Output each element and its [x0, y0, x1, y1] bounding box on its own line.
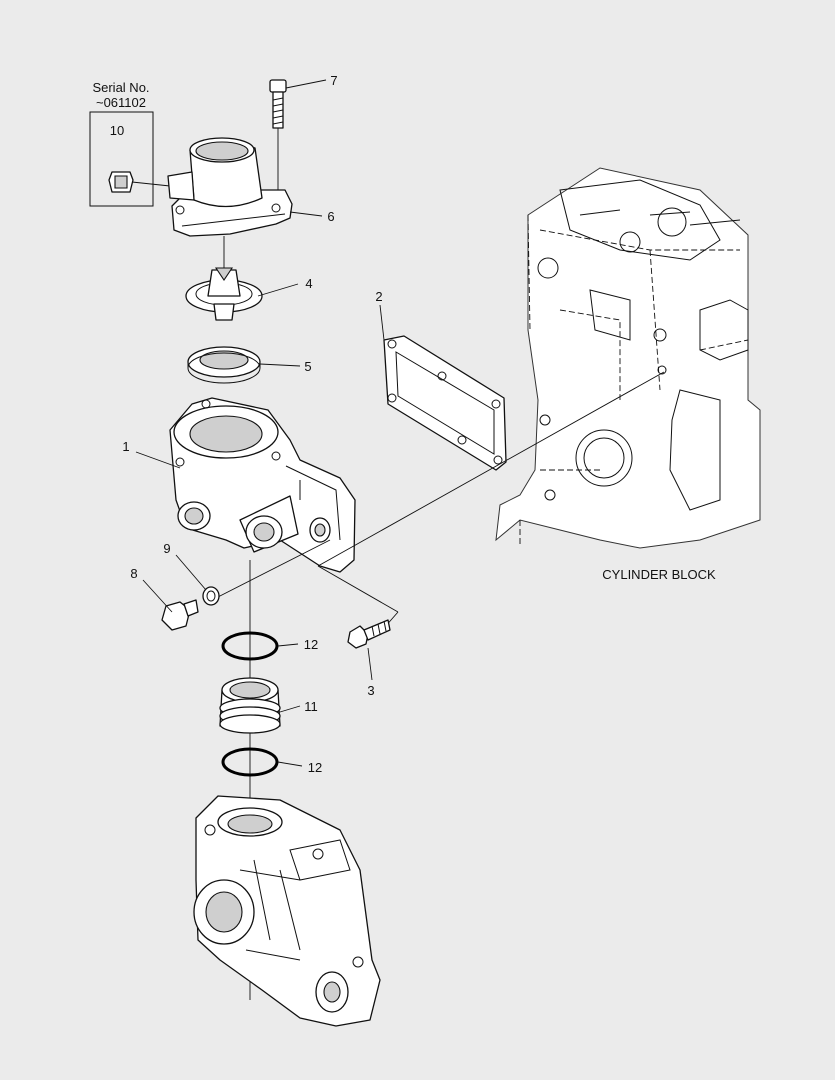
assembly-lines	[215, 371, 665, 613]
part-1-housing	[169, 397, 356, 573]
callout-6: 6	[327, 209, 334, 224]
callout-10: 10	[110, 123, 124, 138]
callout-12-lower: 12	[308, 760, 322, 775]
part-2-gasket	[383, 335, 507, 471]
callout-4: 4	[305, 276, 312, 291]
callout-8: 8	[130, 566, 137, 581]
cylinder-block-drawing	[495, 167, 761, 549]
part-5-seal-ring	[187, 346, 261, 384]
part-12-oring-lower	[221, 747, 279, 777]
cylinder-block-label: CYLINDER BLOCK	[602, 567, 716, 582]
part-4-thermostat	[185, 267, 263, 321]
part-6-thermostat-cover	[167, 137, 293, 237]
callout-11: 11	[304, 699, 318, 714]
callout-9: 9	[163, 541, 170, 556]
callout-2: 2	[375, 289, 382, 304]
part-8-plug	[161, 599, 199, 631]
part-11-pipe	[219, 677, 281, 734]
callout-5: 5	[304, 359, 311, 374]
part-9-washer	[202, 586, 220, 606]
callout-1: 1	[122, 439, 129, 454]
serial-range: ~061102	[96, 95, 146, 110]
callout-7: 7	[330, 73, 337, 88]
part-10-plug	[108, 171, 134, 193]
part-12-oring-upper	[221, 631, 279, 661]
callout-3: 3	[367, 683, 374, 698]
callout-12-upper: 12	[304, 637, 318, 652]
part-7-bolt	[269, 79, 287, 129]
water-pump-body	[193, 795, 381, 1027]
serial-box-group	[89, 111, 171, 207]
serial-label: Serial No.	[92, 80, 149, 95]
part-3-bolt	[347, 619, 391, 649]
serial-box	[89, 111, 154, 207]
callout-leaders	[135, 79, 385, 767]
